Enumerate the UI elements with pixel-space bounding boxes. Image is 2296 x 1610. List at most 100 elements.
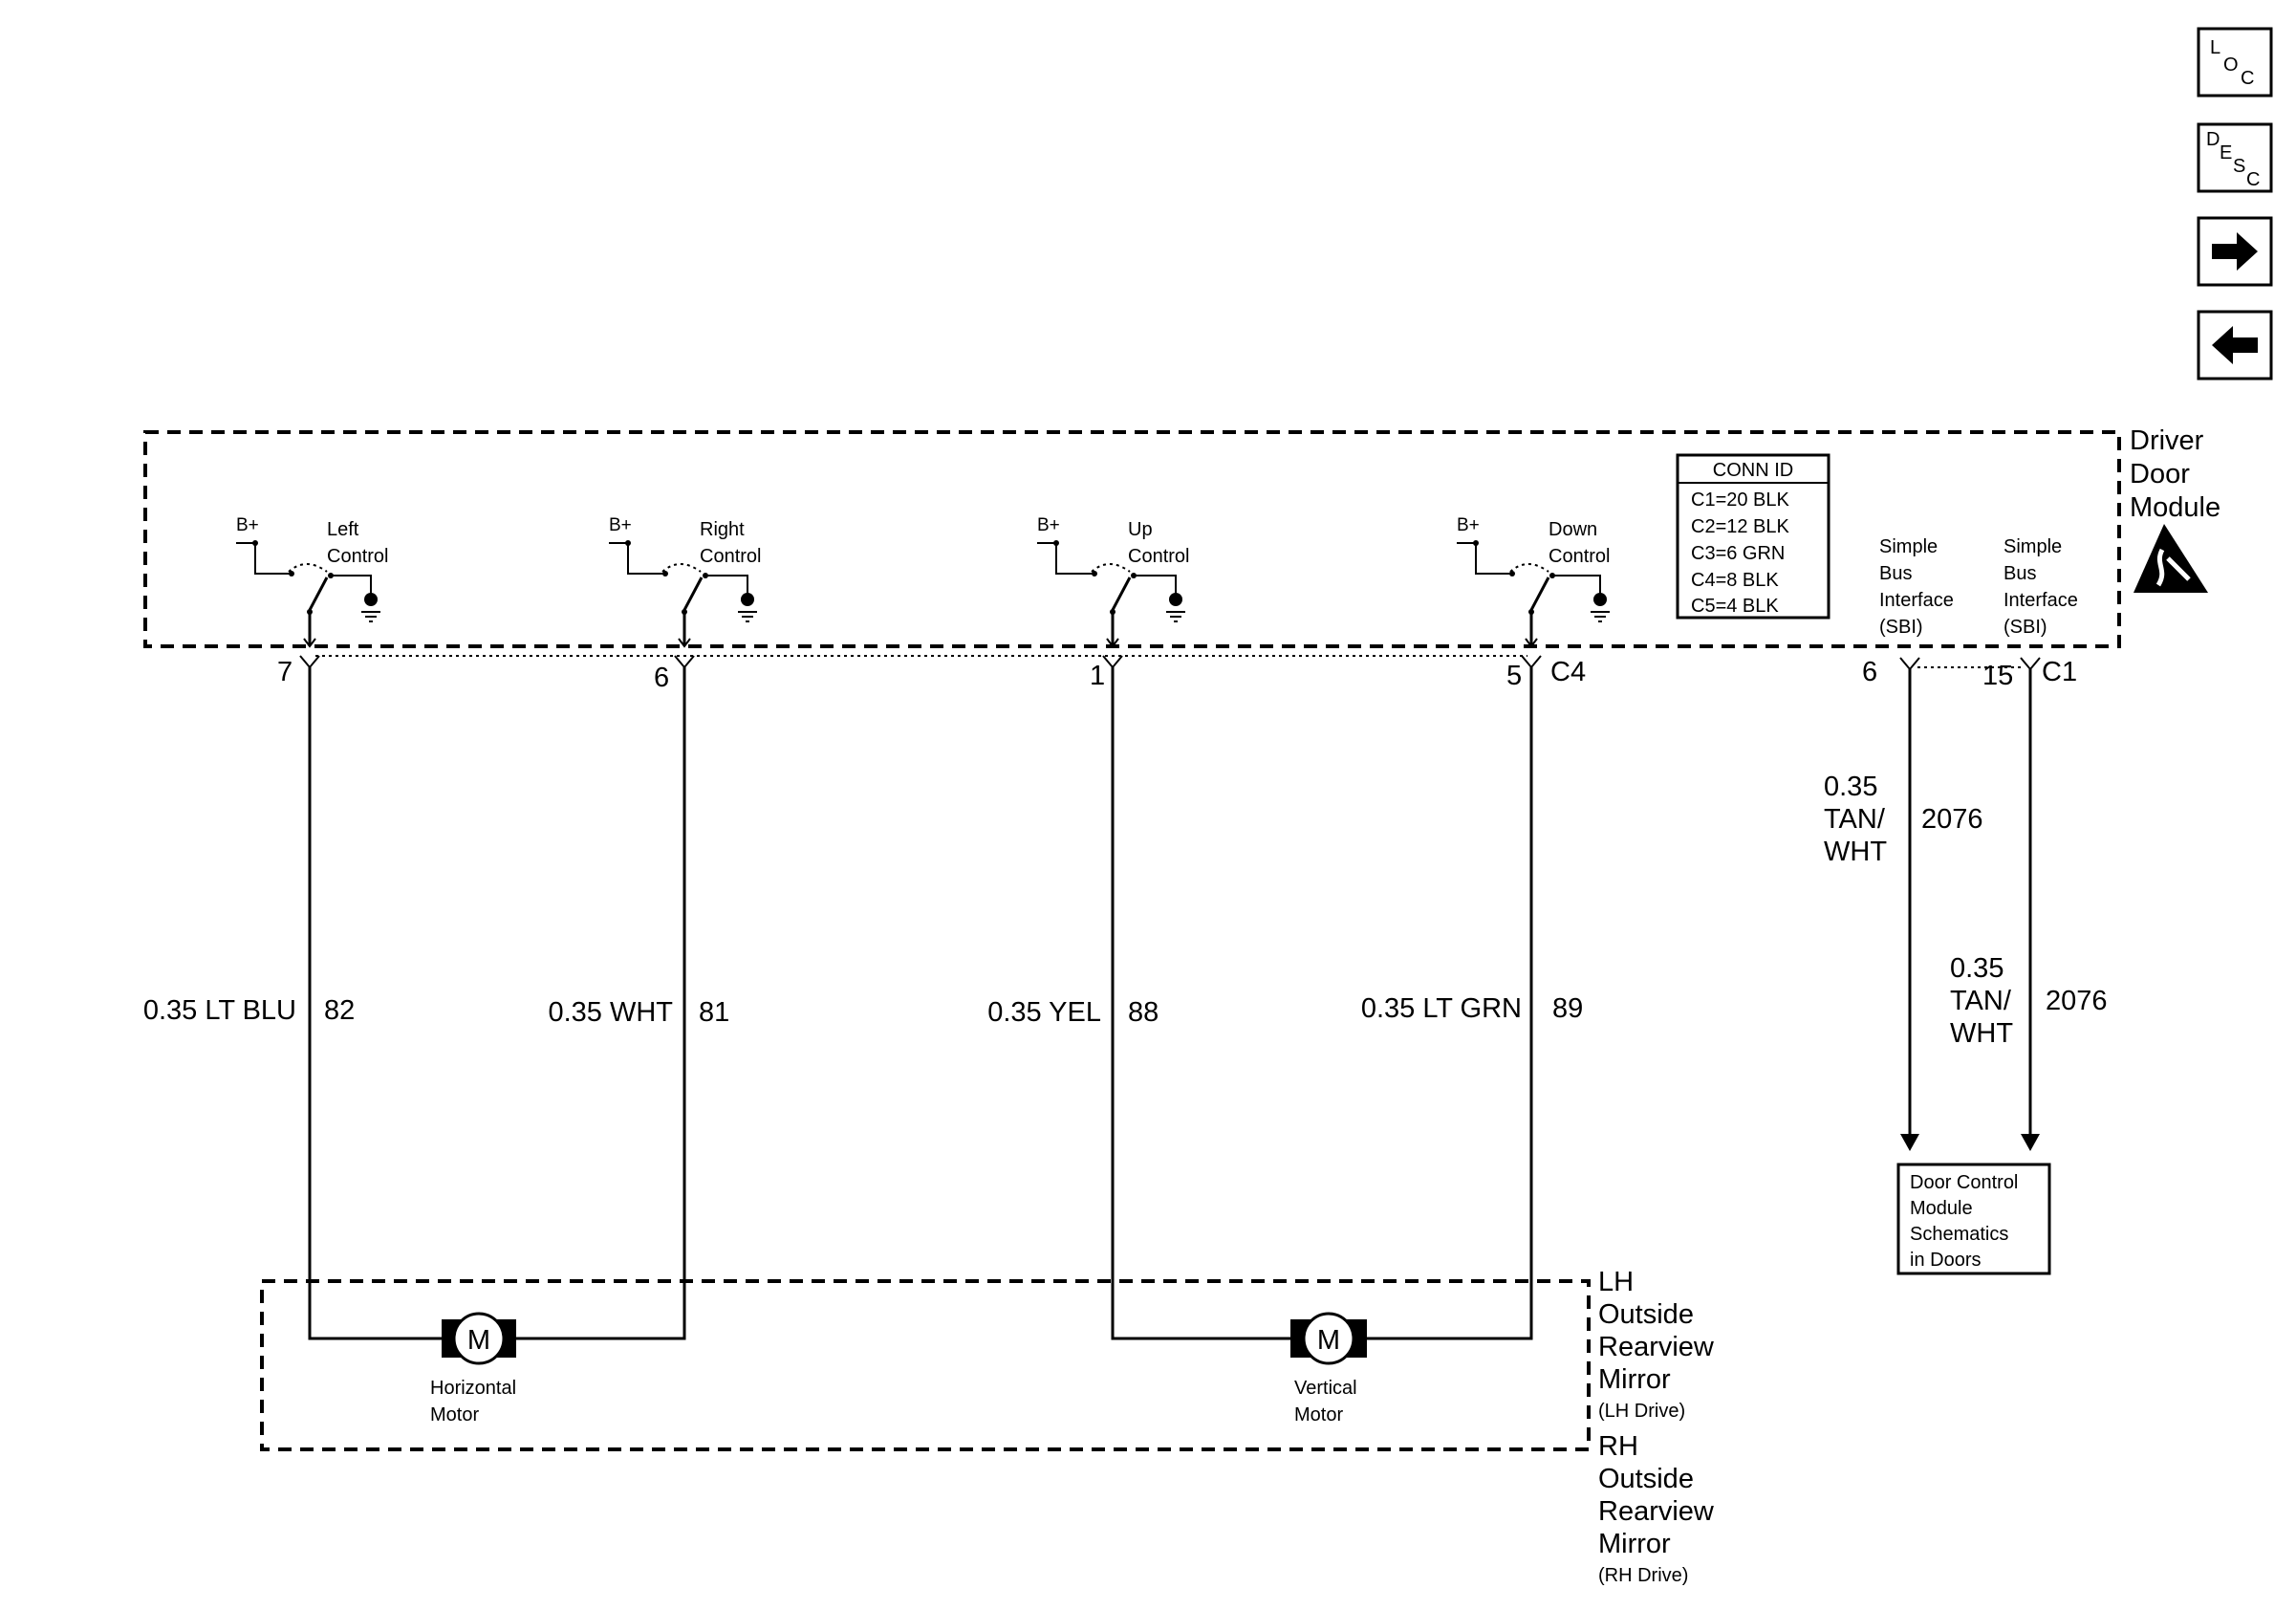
motor-label-line: Motor [1294,1404,1343,1425]
driver-door-module-label-line1: Driver [2130,425,2204,456]
outside-mirror-boundary [260,1279,1591,1451]
switch-right-control: B+ Right Control [609,515,761,648]
lh-mirror-line: Mirror [1598,1364,1671,1395]
sbi-interface-2: Simple Bus Interface (SBI) [2004,536,2078,638]
conn-id-row: C1=20 BLK [1691,490,1790,511]
motor-symbol: M [1317,1325,1340,1356]
lh-mirror-note: (LH Drive) [1598,1401,1685,1422]
switch-label-line2: Control [327,546,388,567]
switch-left-control: B+ Left Control [236,515,388,648]
switch-label-line1: Up [1128,519,1153,540]
desc-letter-s: S [2233,156,2245,177]
lh-mirror-line: Rearview [1598,1332,1715,1362]
conn-id-table: CONN ID C1=20 BLK C2=12 BLK C3=6 GRN C4=… [1676,453,1830,620]
sbi-label-line: Interface [2004,590,2078,611]
pin-number: 5 [1506,661,1522,691]
motor-label-line: Motor [430,1404,479,1425]
switch-label-line2: Control [1128,546,1189,567]
sbi-label-line: Simple [1879,536,1938,557]
arrow-down-icon [2021,1134,2040,1151]
rh-mirror-line: RH [1598,1431,1638,1462]
switch-down-control: B+ Down Control [1457,515,1610,648]
lh-mirror-line: Outside [1598,1299,1694,1330]
conn-id-row: C2=12 BLK [1691,516,1790,537]
connector-c4-pins [299,655,1542,669]
arrow-right-icon [2212,232,2258,271]
sbi-wire-spec-line: 0.35 [1950,953,2004,984]
wire-spec: 0.35 LT GRN [1361,993,1522,1024]
desc-letter-c: C [2246,169,2260,190]
pin-number: 7 [277,657,292,687]
conn-id-title: CONN ID [1713,460,1793,481]
switch-supply-label: B+ [1457,515,1480,535]
pin-number: 6 [654,663,669,693]
driver-door-module-label-line3: Module [2130,492,2220,523]
conn-id-row: C5=4 BLK [1691,596,1779,617]
door-control-ref-line: Schematics [1910,1224,2008,1245]
sbi-label-line: (SBI) [2004,617,2047,638]
loc-letter-l: L [2210,37,2220,58]
pin-number: 1 [1090,661,1105,691]
rh-mirror-note: (RH Drive) [1598,1565,1688,1586]
switch-label-line2: Control [700,546,761,567]
sbi-wire-spec-line: WHT [1824,837,1887,867]
switch-label-line1: Left [327,519,359,540]
wire-circuit: 82 [324,995,355,1026]
door-control-ref-line: in Doors [1910,1250,1981,1271]
sbi-wire-spec-line: 0.35 [1824,772,1877,802]
wire-89 [1367,667,1533,1340]
pin-number: 15 [1982,661,2013,691]
connector-c1-pin [1899,657,1920,671]
switch-label-line2: Control [1549,546,1610,567]
wire-circuit: 89 [1552,993,1583,1024]
wire-spec: 0.35 YEL [987,997,1101,1028]
connector-label-c1: C1 [2042,657,2077,687]
desc-button[interactable]: D E S C [2197,122,2273,193]
loc-letter-o: O [2223,54,2239,76]
wire-88 [1111,667,1290,1340]
desc-letter-e: E [2220,142,2232,163]
horizontal-motor: M Horizontal Motor [430,1312,516,1425]
driver-door-module-label-line2: Door [2130,459,2190,490]
door-control-ref-line: Door Control [1910,1172,2018,1193]
motor-label-line: Vertical [1294,1378,1357,1399]
sbi-label-line: Simple [2004,536,2062,557]
sbi-label-line: Bus [2004,563,2036,584]
desc-letter-d: D [2206,129,2220,150]
motor-label-line: Horizontal [430,1378,516,1399]
vertical-motor: M Vertical Motor [1290,1312,1367,1425]
wire-circuit: 88 [1128,997,1159,1028]
switch-supply-label: B+ [609,515,632,535]
wire-circuit: 81 [699,997,729,1028]
arrow-down-icon [1900,1134,1919,1151]
rh-mirror-label: RH Outside Rearview Mirror (RH Drive) [1598,1431,1715,1586]
door-control-schematic-link[interactable]: Door Control Module Schematics in Doors [1896,1163,2051,1275]
switch-label-line1: Down [1549,519,1597,540]
prev-page-button[interactable] [2197,310,2273,381]
switch-supply-label: B+ [236,515,259,535]
wire-spec: 0.35 LT BLU [143,995,296,1026]
next-page-button[interactable] [2197,216,2273,287]
switch-up-control: B+ Up Control [1037,515,1189,648]
loc-button[interactable]: L O C [2197,27,2273,98]
arrow-left-icon [2212,326,2258,364]
wire-81 [516,667,686,1340]
sbi-wire-spec-line: TAN/ [1824,804,1886,835]
esd-sensitive-icon [2134,524,2208,593]
sbi-label-line: (SBI) [1879,617,1923,638]
sbi-wire-circuit: 2076 [2046,986,2108,1016]
sbi-label-line: Interface [1879,590,1954,611]
sbi-label-line: Bus [1879,563,1912,584]
wire-82 [308,667,442,1340]
door-control-ref-line: Module [1910,1198,1973,1219]
sbi-interface-1: Simple Bus Interface (SBI) [1879,536,1954,638]
connector-c1-pin [2020,657,2041,671]
connector-label-c4: C4 [1550,657,1586,687]
sbi-wire-spec-line: TAN/ [1950,986,2012,1016]
motor-symbol: M [467,1325,490,1356]
wire-spec: 0.35 WHT [548,997,673,1028]
rh-mirror-line: Outside [1598,1464,1694,1494]
pin-number: 6 [1862,657,1877,687]
rh-mirror-line: Mirror [1598,1529,1671,1559]
